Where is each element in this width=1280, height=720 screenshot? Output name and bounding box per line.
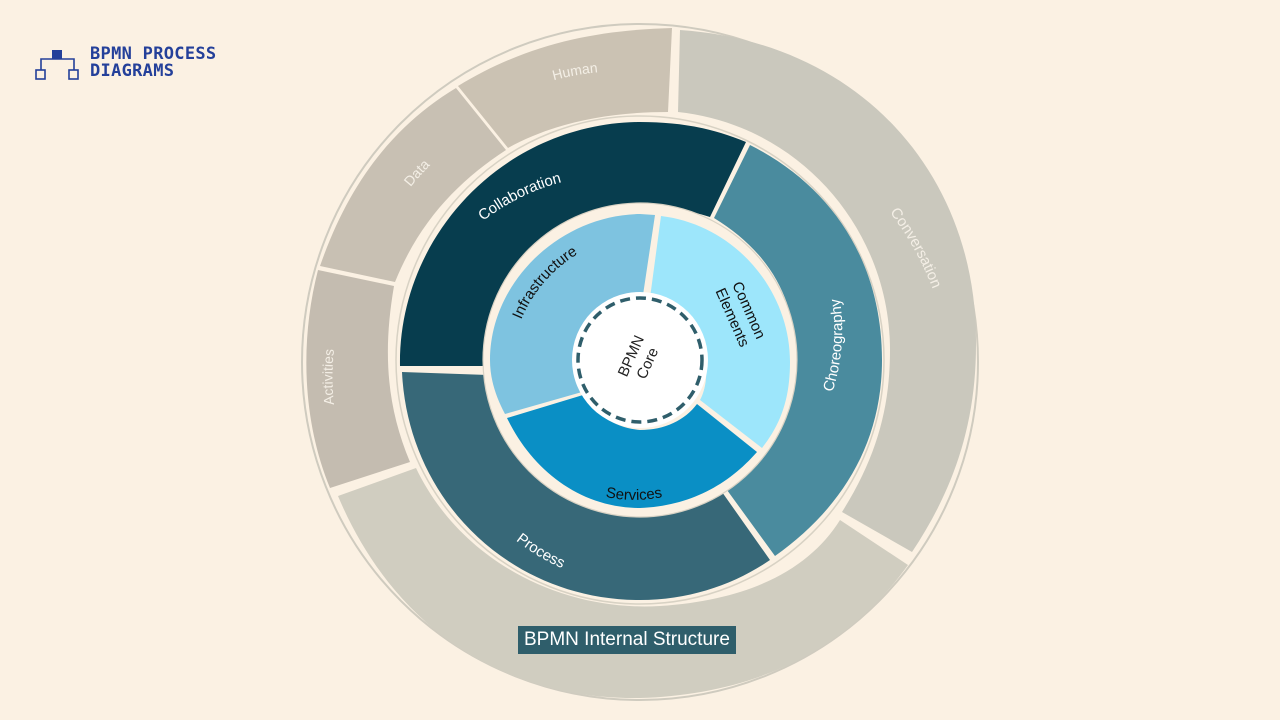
brand-name: BPMN PROCESS DIAGRAMS [90,46,216,80]
segment-conversation [678,30,977,552]
brand-logo: BPMN PROCESS DIAGRAMS [34,46,216,82]
segment-activities [306,270,410,488]
segment-choreography [714,145,882,556]
activities-label: Activities [319,348,336,406]
core-circle [572,292,708,428]
outer-frame [301,23,979,701]
diagram-caption: BPMN Internal Structure [518,626,736,654]
brand-line-2: DIAGRAMS [90,61,175,81]
services-label: Services [605,484,664,504]
segment-collaboration [399,122,746,366]
segment-common-elements [650,216,790,448]
segment-services [507,395,757,508]
segment-process-outer [338,468,908,699]
brand-line-1: BPMN PROCESS [90,44,217,64]
process-diagram-icon [35,50,79,80]
core-dashed-border [576,296,704,424]
segment-data [320,88,506,282]
segment-human [458,28,672,148]
segment-infrastructure [490,214,655,414]
segment-process [402,372,770,600]
